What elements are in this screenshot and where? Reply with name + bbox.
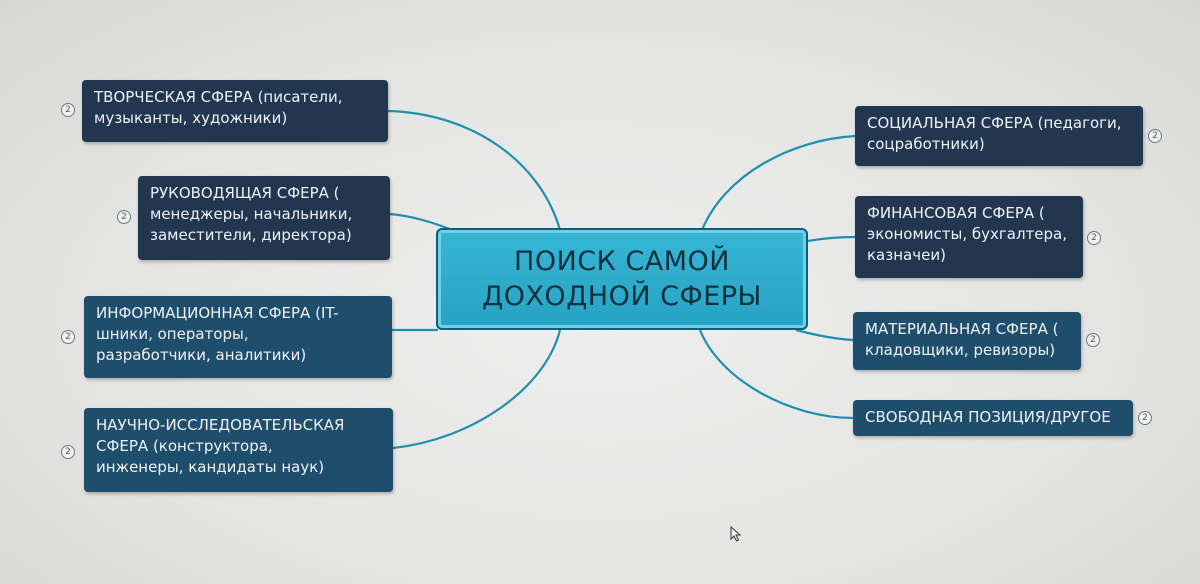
topic-finance-line-2: экономисты, бухгалтера, [867,225,1067,243]
topic-creative-line-2: музыканты, художники) [94,109,288,127]
topic-social-line-2: соцработники) [867,135,985,153]
topic-finance-line-1: ФИНАНСОВАЯ СФЕРА ( [867,204,1045,222]
link-finance [807,235,856,243]
collapse-badge-icon[interactable]: 2 [1087,231,1101,245]
topic-material[interactable]: МАТЕРИАЛЬНАЯ СФЕРА ( кладовщики, ревизор… [853,312,1081,370]
collapse-badge-icon[interactable]: 2 [61,103,75,117]
topic-research-line-3: инженеры, кандидаты наук) [96,458,325,476]
collapse-badge-icon[interactable]: 2 [61,330,75,344]
central-line-2: ДОХОДНОЙ СФЕРЫ [482,281,762,312]
topic-management-line-2: менеджеры, начальники, [150,205,353,223]
link-social [700,134,856,231]
topic-free-line-1: СВОБОДНАЯ ПОЗИЦИЯ/ДРУГОЕ [865,408,1111,426]
link-material [795,328,854,342]
topic-free[interactable]: СВОБОДНАЯ ПОЗИЦИЯ/ДРУГОЕ [853,400,1133,436]
collapse-badge-icon[interactable]: 2 [1138,411,1152,425]
collapse-badge-icon[interactable]: 2 [1086,333,1100,347]
topic-management-line-3: заместители, директора) [150,226,352,244]
topic-research[interactable]: НАУЧНО-ИССЛЕДОВАТЕЛЬСКАЯ СФЕРА (конструк… [84,408,393,492]
topic-creative[interactable]: ТВОРЧЕСКАЯ СФЕРА (писатели, музыканты, х… [82,80,388,142]
collapse-badge-icon[interactable]: 2 [117,210,131,224]
link-free [698,329,854,420]
collapse-badge-icon[interactable]: 2 [1148,129,1162,143]
topic-social-line-1: СОЦИАЛЬНАЯ СФЕРА (педагоги, [867,114,1122,132]
link-creative [387,109,562,231]
topic-management[interactable]: РУКОВОДЯЩАЯ СФЕРА ( менеджеры, начальник… [138,176,390,260]
topic-material-line-2: кладовщики, ревизоры) [865,341,1056,359]
central-topic[interactable]: ПОИСК САМОЙ ДОХОДНОЙ СФЕРЫ [436,228,808,330]
topic-information-line-3: разработчики, аналитики) [96,346,307,364]
topic-information-line-1: ИНФОРМАЦИОННАЯ СФЕРА (IT- [96,304,339,322]
mouse-cursor-icon [730,526,742,542]
topic-finance-line-3: казначеи) [867,246,946,264]
topic-research-line-1: НАУЧНО-ИССЛЕДОВАТЕЛЬСКАЯ [96,416,345,434]
topic-material-line-1: МАТЕРИАЛЬНАЯ СФЕРА ( [865,320,1059,338]
topic-social[interactable]: СОЦИАЛЬНАЯ СФЕРА (педагоги, соцработники… [855,106,1143,166]
topic-creative-line-1: ТВОРЧЕСКАЯ СФЕРА (писатели, [94,88,343,106]
topic-information[interactable]: ИНФОРМАЦИОННАЯ СФЕРА (IT- шники, операто… [84,296,392,378]
topic-research-line-2: СФЕРА (конструктора, [96,437,273,455]
topic-finance[interactable]: ФИНАНСОВАЯ СФЕРА ( экономисты, бухгалтер… [855,196,1083,278]
topic-management-line-1: РУКОВОДЯЩАЯ СФЕРА ( [150,184,340,202]
central-line-1: ПОИСК САМОЙ [514,246,730,277]
link-research [392,329,562,450]
topic-information-line-2: шники, операторы, [96,325,249,343]
collapse-badge-icon[interactable]: 2 [61,445,75,459]
